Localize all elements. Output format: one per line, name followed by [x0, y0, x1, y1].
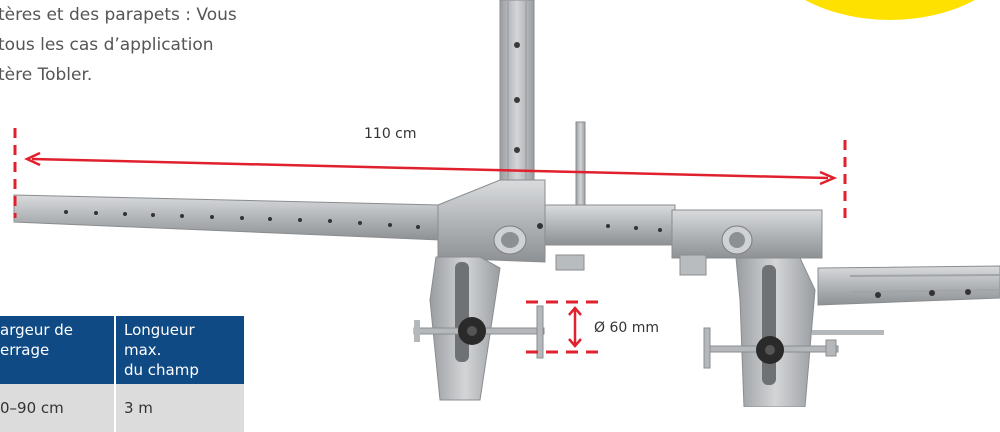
- cell-clamping-width: 0–90 cm: [0, 384, 116, 432]
- header-max-field-length: Longueur max. du champ: [115, 316, 244, 384]
- header-clamping-width-text: argeur de errage: [0, 321, 74, 359]
- header-max-field-length-text: Longueur max. du champ: [124, 321, 199, 379]
- center-clamp: [429, 179, 676, 401]
- intro-line-2: tous les cas d’application: [0, 35, 214, 55]
- intro-line-3: tère Tobler.: [0, 65, 93, 85]
- main-bar: [13, 194, 441, 241]
- right-clamp-screw: [703, 327, 884, 369]
- diameter-dimension: [526, 300, 604, 354]
- product-photo: [13, 0, 1000, 407]
- intro-line-1: tères et des parapets : Vous: [0, 5, 237, 25]
- length-dimension: [13, 128, 847, 225]
- diameter-label: Ø 60 mm: [594, 320, 660, 336]
- extension-rod: [817, 265, 1000, 306]
- vertical-post: [499, 0, 535, 201]
- length-label: 110 cm: [364, 126, 417, 142]
- table-row: 0–90 cm 3 m: [0, 384, 244, 432]
- left-clamp-screw: [413, 305, 545, 359]
- header-clamping-width: argeur de errage: [0, 316, 116, 384]
- right-clamp: [671, 209, 823, 407]
- spec-table: argeur de errage Longueur max. du champ …: [0, 316, 244, 432]
- cell-max-field-length: 3 m: [115, 384, 244, 432]
- intro-text: tères et des parapets : Vous tous les ca…: [0, 0, 318, 90]
